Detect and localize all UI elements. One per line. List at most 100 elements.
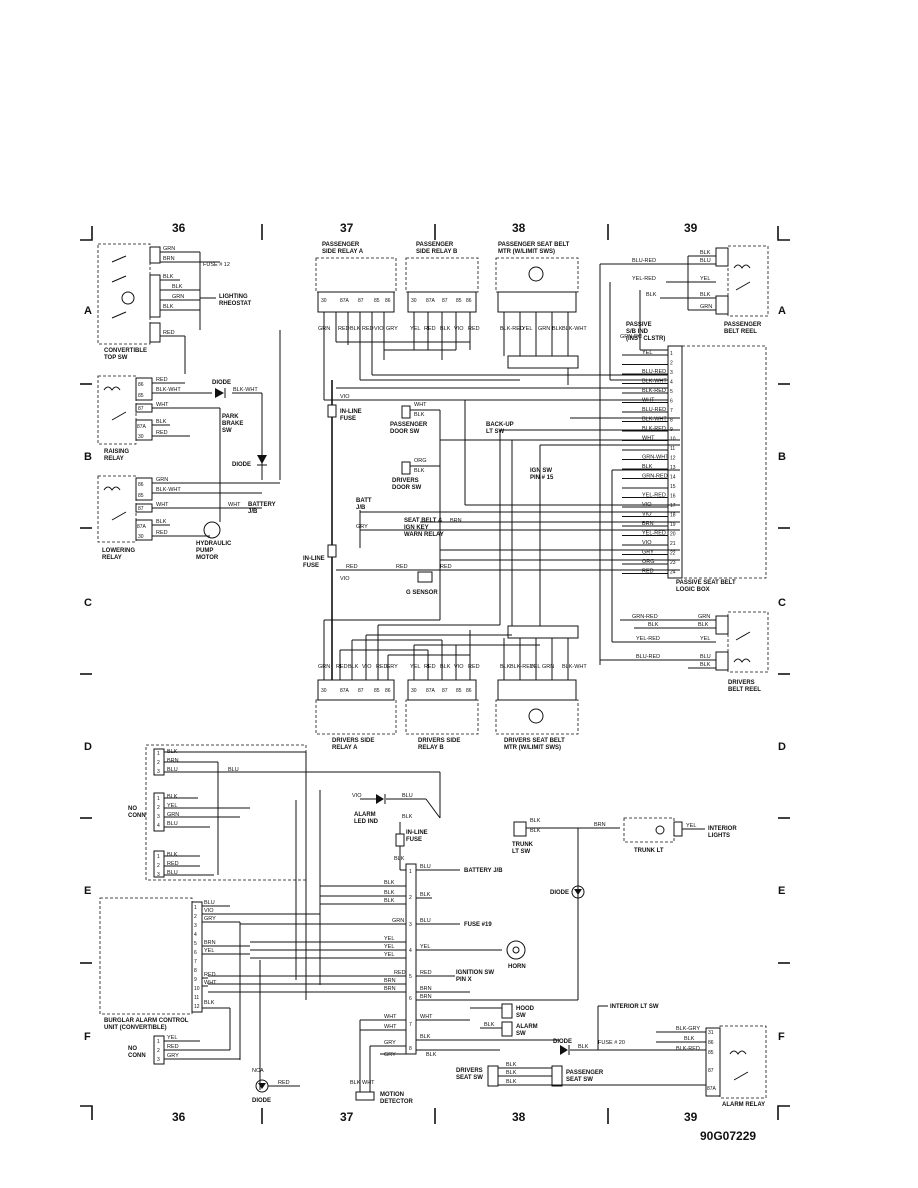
grid-col-39-bottom: 39 xyxy=(684,1110,698,1124)
alarm-conn-pin-number: 2 xyxy=(409,895,412,901)
fuse-12-label: FUSE # 12 xyxy=(203,262,230,268)
logic-pin-number: 12 xyxy=(670,456,676,462)
wire-red-15: RED xyxy=(468,664,480,670)
raising-relay xyxy=(97,375,153,445)
wire-blk-red-3: BLK-RED xyxy=(676,1046,700,1052)
diode-motion xyxy=(255,1079,300,1093)
passenger-side-relay-a xyxy=(315,257,397,313)
wire-red-21: RED xyxy=(278,1080,290,1086)
wire-gry-2: GRY xyxy=(356,524,368,530)
logic-pin-wire-label: WHT xyxy=(642,436,655,442)
alarm-central-wires xyxy=(208,885,578,1096)
bacu-pin-number: 5 xyxy=(194,941,197,947)
dsrb-pin-30: 30 xyxy=(411,688,417,694)
psrb-pin-87a: 87A xyxy=(426,298,436,304)
alarm-relay xyxy=(656,1025,767,1099)
grid-col-36-bottom: 36 xyxy=(172,1110,186,1124)
wire-grn-7: GRN xyxy=(318,664,330,670)
wire-wht-7: WHT xyxy=(384,1024,397,1030)
no-conn-group-2 xyxy=(153,1035,240,1065)
wire-blk-33: BLK xyxy=(426,1052,437,1058)
bacu-pin-number: 1 xyxy=(194,905,197,911)
in-line-fuse-top xyxy=(327,380,337,700)
logic-box-pin-list: 1YEL23BLU-RED4BLK-WHT5BLK-RED6WHT7BLU-RE… xyxy=(622,350,676,576)
lowering-pin-85: 85 xyxy=(138,493,144,499)
wire-yel-5: YEL xyxy=(530,664,540,670)
diode-label-4: DIODE xyxy=(252,1098,271,1104)
psrb-pin-30: 30 xyxy=(411,298,417,304)
logic-pin-number: 15 xyxy=(670,484,676,490)
row-b-left: B xyxy=(84,451,92,463)
row-b-right: B xyxy=(778,451,786,463)
logic-pin-wire-label: BLU-RED xyxy=(642,369,666,375)
wire-blk-37: BLK xyxy=(506,1070,517,1076)
logic-pin-wire-label: RED xyxy=(642,569,654,575)
wire-blk-25: BLK xyxy=(530,818,541,824)
drawing-code: 90G07229 xyxy=(700,1129,756,1143)
wire-blk-16: BLK xyxy=(500,664,511,670)
wire-red-5: RED xyxy=(338,326,350,332)
wire-vio-6: VIO xyxy=(454,664,464,670)
dsra-pin-30: 30 xyxy=(321,688,327,694)
wire-wht-4: WHT xyxy=(414,402,427,408)
wire-red-4: RED xyxy=(156,530,168,536)
raising-pin-87a: 87A xyxy=(137,424,147,430)
wire-wht-5: WHT xyxy=(384,1014,397,1020)
bacu-pin-number: 2 xyxy=(194,914,197,920)
nc2-pin-4: 4 xyxy=(157,823,160,829)
alarm-conn-pin-number: 8 xyxy=(409,1046,412,1052)
wire-red-20: RED xyxy=(167,1044,179,1050)
diode-label-3: DIODE xyxy=(550,890,569,896)
wire-gry-1: GRY xyxy=(386,326,398,332)
wire-red-2: RED xyxy=(156,377,168,383)
g-sensor xyxy=(336,569,680,583)
logic-pin-wire-label: BLK-WHT xyxy=(642,379,667,385)
wire-grn-11: GRN xyxy=(392,918,404,924)
wire-blu-4: BLU xyxy=(228,767,239,773)
alarm-conn-pin-number: 6 xyxy=(409,996,412,1002)
logic-pin-wire-label: BRN xyxy=(642,521,654,527)
dsra-pin-85: 85 xyxy=(374,688,380,694)
alarm-conn-pin-number: 3 xyxy=(409,922,412,928)
psra-pin-86: 86 xyxy=(385,298,391,304)
g-sensor-label: G SENSOR xyxy=(406,590,438,596)
alarm-led-ind xyxy=(360,794,441,819)
wire-blu-3: BLU xyxy=(167,767,178,773)
ar-pin-87a: 87A xyxy=(707,1086,717,1092)
bacu-pin-number: 6 xyxy=(194,950,197,956)
wire-blk-34: BLK xyxy=(204,1000,215,1006)
logic-pin-number: 6 xyxy=(670,399,673,405)
drivers-side-relay-a xyxy=(315,679,397,735)
wire-wht-3: WHT xyxy=(228,502,241,508)
wire-red-6: RED xyxy=(362,326,374,332)
passenger-seat-belt-mtr xyxy=(495,257,579,313)
wire-blk-red-1: BLK-RED xyxy=(500,326,524,332)
logic-pin-number: 21 xyxy=(670,541,676,547)
dsra-pin-87: 87 xyxy=(358,688,364,694)
bacu-pin-number: 10 xyxy=(194,986,200,992)
wire-grn-rc: GRN-RC xyxy=(620,334,642,340)
diode-label-1: DIODE xyxy=(212,380,231,386)
nc4-pin-3: 3 xyxy=(157,1057,160,1063)
wire-blk-29: BLK xyxy=(384,898,395,904)
logic-pin-number: 7 xyxy=(670,408,673,414)
logic-pin-number: 13 xyxy=(670,465,676,471)
wire-blk-22: BLK xyxy=(167,852,178,858)
psra-pin-30: 30 xyxy=(321,298,327,304)
dsra-pin-87a: 87A xyxy=(340,688,350,694)
logic-pin-number: 19 xyxy=(670,522,676,528)
hood-sw xyxy=(470,1003,513,1019)
logic-pin-wire-label: BLK-WHT xyxy=(642,417,667,423)
trunk-lt-label: TRUNK LT xyxy=(634,848,664,854)
